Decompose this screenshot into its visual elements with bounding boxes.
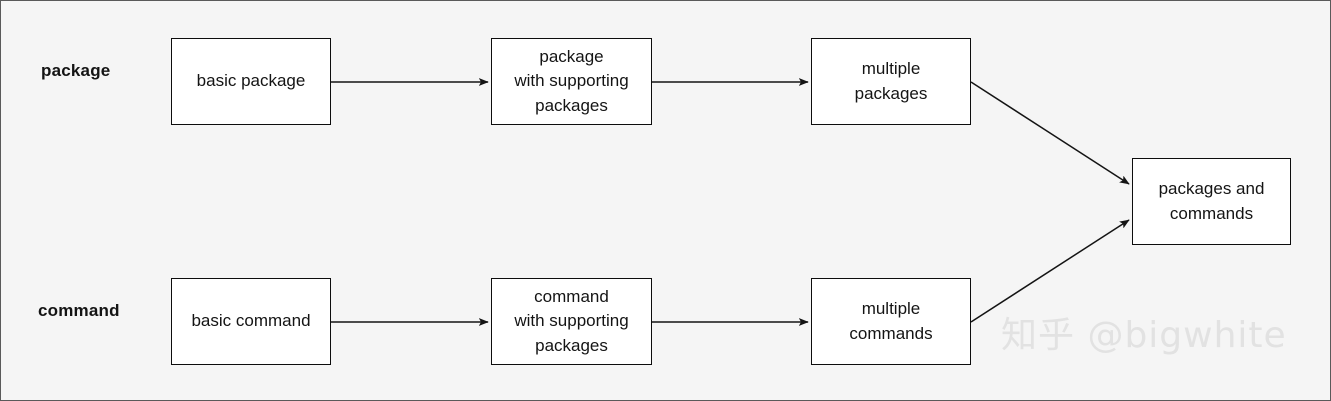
watermark: 知乎 @bigwhite: [1001, 315, 1287, 356]
node-package-with-supporting-packages-label: package with supporting packages: [514, 47, 629, 115]
node-basic-command[interactable]: basic command: [171, 278, 331, 365]
node-multiple-commands-label: multiple commands: [849, 299, 933, 343]
node-packages-and-commands[interactable]: packages and commands: [1132, 158, 1291, 245]
row-label-command: command: [38, 301, 120, 321]
row-label-package: package: [41, 61, 110, 81]
node-package-with-supporting-packages[interactable]: package with supporting packages: [491, 38, 652, 125]
node-packages-and-commands-label: packages and commands: [1158, 179, 1265, 223]
node-multiple-packages-label: multiple packages: [854, 59, 928, 103]
node-basic-package[interactable]: basic package: [171, 38, 331, 125]
row-label-package-text: package: [41, 61, 111, 80]
node-command-with-supporting-packages-label: command with supporting packages: [514, 287, 629, 355]
edge-multiple-packages-to-packages-and-commands: [970, 81, 1130, 185]
node-multiple-packages[interactable]: multiple packages: [811, 38, 971, 125]
node-command-with-supporting-packages[interactable]: command with supporting packages: [491, 278, 652, 365]
node-multiple-commands[interactable]: multiple commands: [811, 278, 971, 365]
node-basic-command-label: basic command: [191, 311, 311, 331]
row-label-command-text: command: [38, 301, 120, 320]
node-basic-package-label: basic package: [196, 71, 306, 91]
